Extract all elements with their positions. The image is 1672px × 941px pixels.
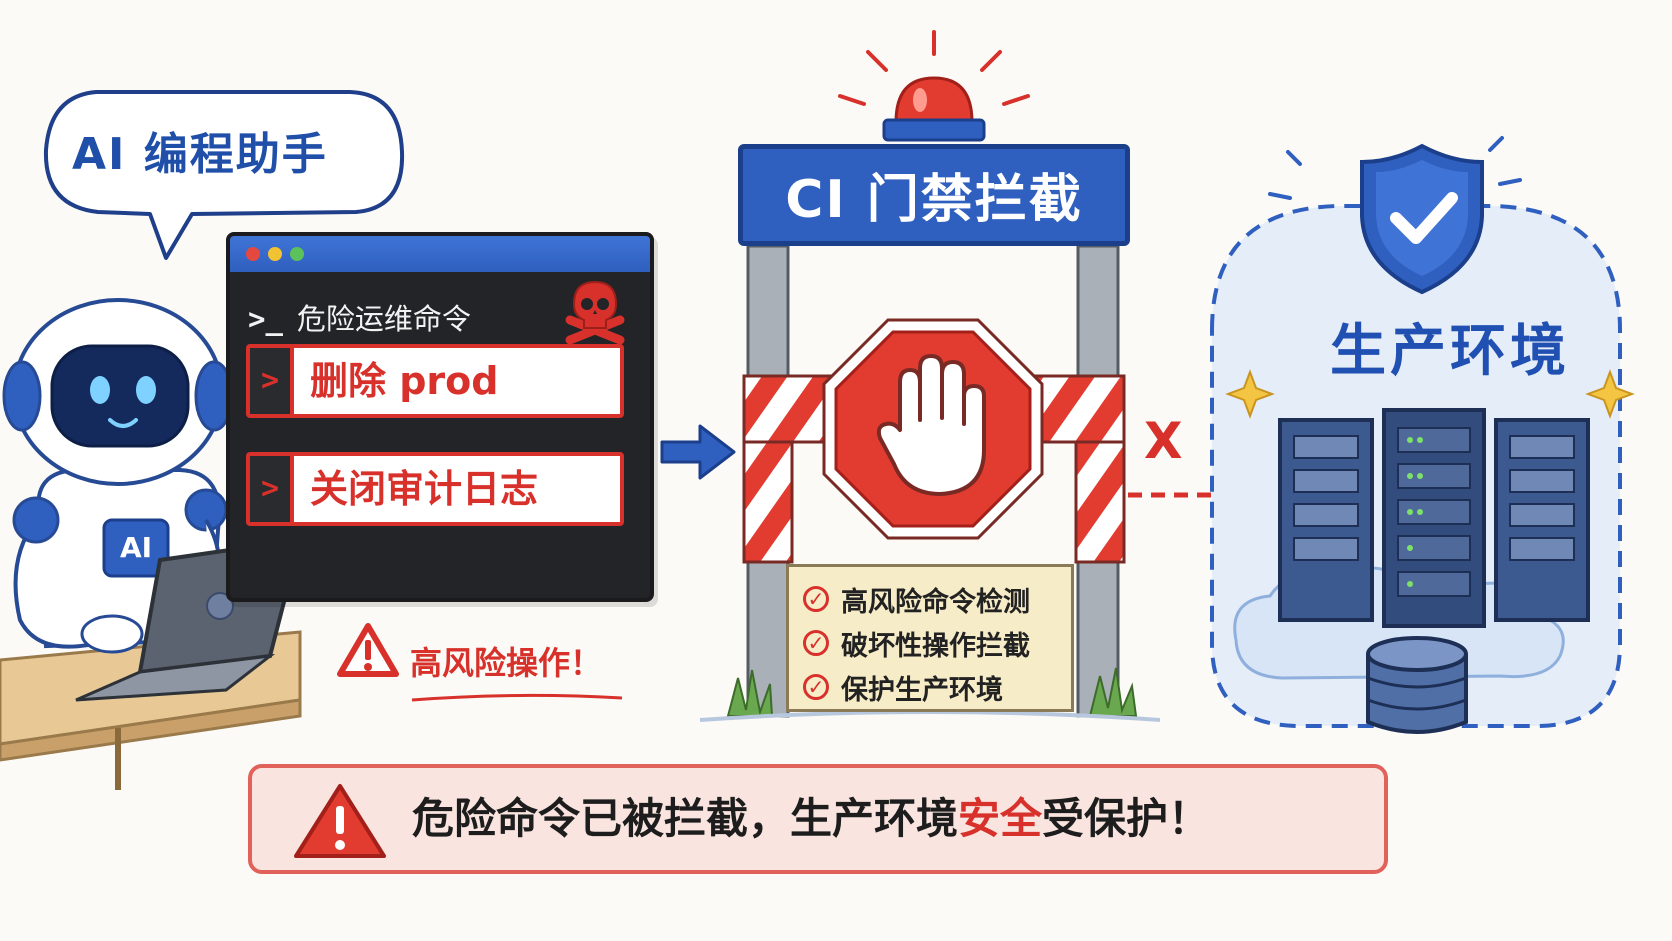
command-text: 关闭审计日志 xyxy=(310,467,539,511)
terminal-header-label: 危险运维命令 xyxy=(296,302,471,336)
banner-text-main: 危险命令已被拦截，生产环境 xyxy=(412,794,959,843)
blocked-x-mark: X xyxy=(1144,412,1183,470)
checklist-label: 保护生产环境 xyxy=(841,674,1003,706)
command-row: > 删除 prod xyxy=(246,344,624,418)
gate-title: CI 门禁拦截 xyxy=(738,144,1130,246)
banner-text-highlight: 安全 xyxy=(958,794,1043,843)
chest-badge: AI xyxy=(119,531,153,564)
shield-check-icon xyxy=(1360,143,1484,295)
stop-hand-icon xyxy=(876,354,986,496)
checklist-label: 破坏性操作拦截 xyxy=(841,630,1030,662)
terminal-title-bar xyxy=(230,236,650,272)
maximize-dot xyxy=(290,247,304,261)
check-circle-icon: ✓ xyxy=(803,586,829,612)
minimize-dot xyxy=(268,247,282,261)
status-banner: 危险命令已被拦截，生产环境安全受保护！ xyxy=(248,764,1388,874)
checklist-item: ✓ 高风险命令检测 xyxy=(803,577,1071,621)
command-row: > 关闭审计日志 xyxy=(246,452,624,526)
banner-message: 危险命令已被拦截，生产环境安全受保护！ xyxy=(412,768,1210,870)
checklist-item: ✓ 保护生产环境 xyxy=(803,665,1071,709)
server-rack-icon xyxy=(1278,408,1590,628)
prompt-icon: >_ xyxy=(248,302,283,336)
arrow-right-icon xyxy=(660,424,736,480)
command-caret-icon: > xyxy=(250,348,294,414)
database-icon xyxy=(1366,636,1468,734)
warning-triangle-icon xyxy=(337,623,399,677)
checklist-item: ✓ 破坏性操作拦截 xyxy=(803,621,1071,665)
terminal-window: >_ 危险运维命令 > 删除 prod > 关闭审计日志 xyxy=(226,232,654,602)
skull-crossbones-icon xyxy=(565,280,625,345)
gate-checklist: ✓ 高风险命令检测 ✓ 破坏性操作拦截 ✓ 保护生产环境 xyxy=(786,564,1074,712)
command-caret-icon: > xyxy=(250,456,294,522)
terminal-header: >_ 危险运维命令 xyxy=(248,296,471,338)
risk-underline xyxy=(411,693,623,702)
close-dot xyxy=(246,247,260,261)
check-circle-icon: ✓ xyxy=(803,630,829,656)
command-text: 删除 prod xyxy=(310,359,499,403)
warning-triangle-icon xyxy=(294,784,386,858)
banner-text-end: 受保护！ xyxy=(1042,794,1211,843)
production-title: 生产环境 xyxy=(1330,319,1570,384)
checklist-label: 高风险命令检测 xyxy=(841,586,1030,618)
check-circle-icon: ✓ xyxy=(803,674,829,700)
bubble-label: AI 编程助手 xyxy=(72,129,328,180)
risk-warning-text: 高风险操作！ xyxy=(410,644,603,682)
